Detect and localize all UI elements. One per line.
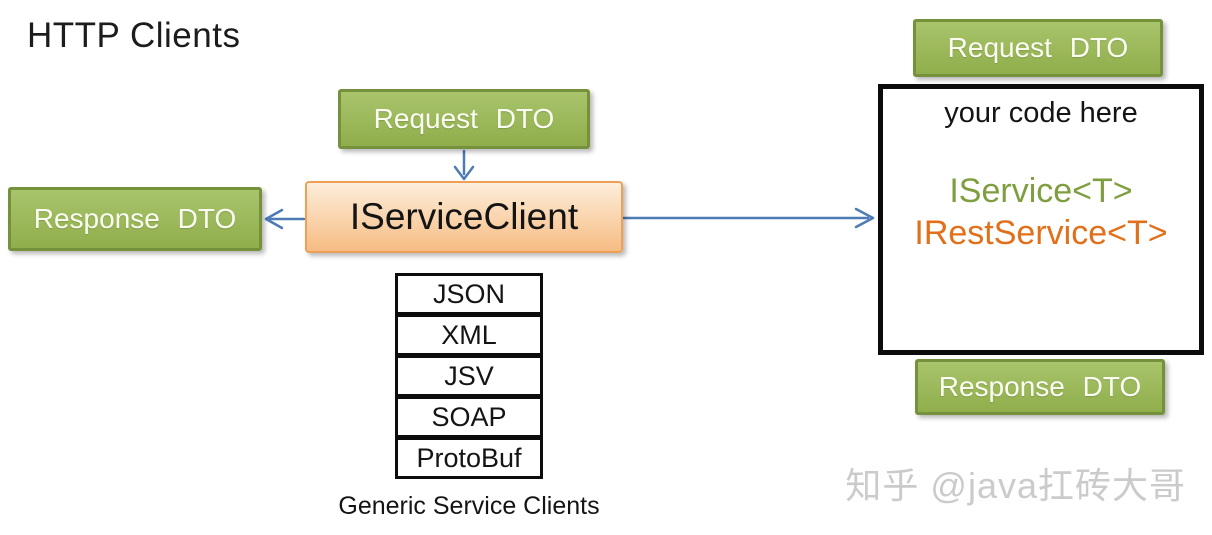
right-request-dto-box: Request DTO (913, 19, 1163, 77)
format-xml: XML (395, 314, 543, 356)
format-jsv: JSV (395, 355, 543, 397)
page-title: HTTP Clients (27, 16, 241, 55)
formats-caption: Generic Service Clients (338, 492, 600, 520)
right-response-dto-box: Response DTO (915, 359, 1165, 415)
mid-request-dto-box: Request DTO (338, 89, 590, 149)
format-json: JSON (395, 273, 543, 315)
iservice-label: IService<T> (949, 172, 1133, 210)
format-soap: SOAP (395, 396, 543, 438)
format-protobuf: ProtoBuf (395, 437, 543, 479)
arrow-client-to-code (621, 207, 875, 229)
watermark-text: 知乎 @java扛砖大哥 (845, 465, 1186, 506)
formats-stack: JSON XML JSV SOAP ProtoBuf (395, 273, 543, 479)
arrow-request-to-client (453, 149, 475, 181)
iserviceclient-box: IServiceClient (305, 181, 623, 253)
irestservice-label: IRestService<T> (914, 214, 1168, 252)
arrow-client-to-response (264, 208, 306, 230)
your-code-box: your code here IService<T> IRestService<… (878, 84, 1204, 355)
left-response-dto-box: Response DTO (8, 187, 262, 251)
your-code-caption: your code here (944, 97, 1138, 129)
